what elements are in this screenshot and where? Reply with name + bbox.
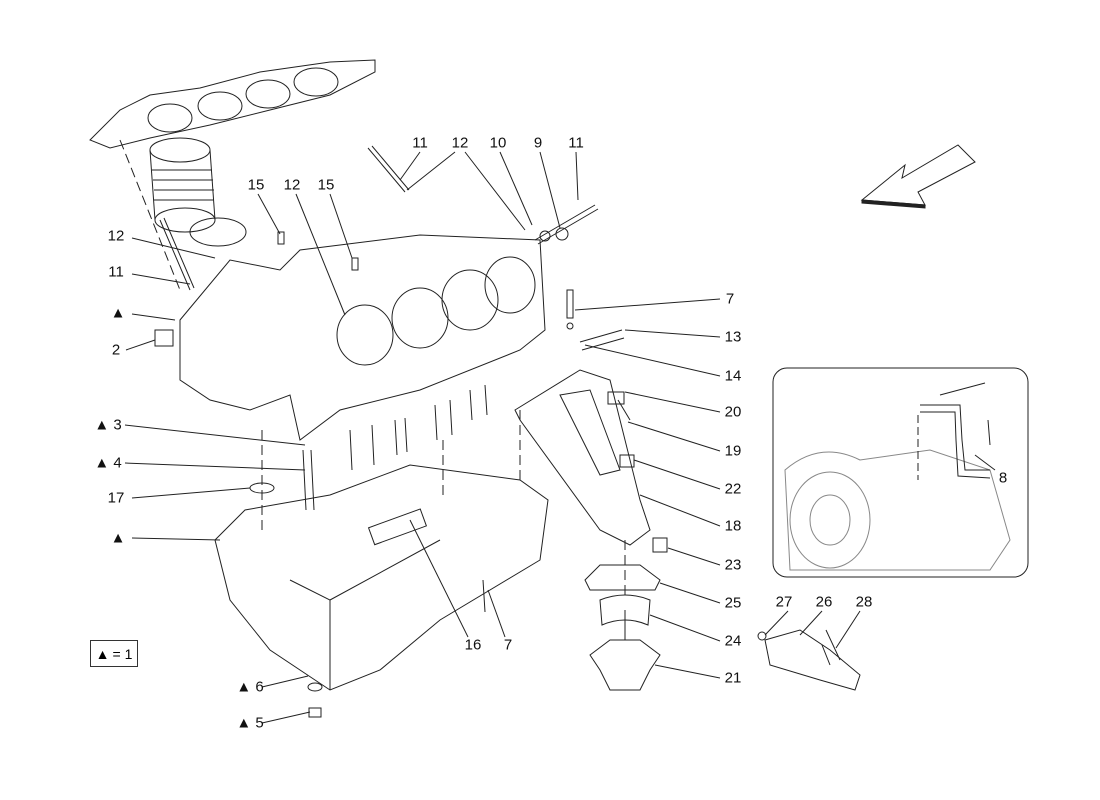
legend-text: = 1 [112,645,133,662]
callout-6: ▲ 6 [236,678,264,696]
bolts [154,145,631,718]
callout-9: 9 [533,134,543,152]
callout-11: 11 [568,134,584,152]
callout-5: ▲ 5 [236,714,264,732]
callout-7: 7 [503,636,513,654]
callout-4: ▲ 4 [94,454,122,472]
head-gasket [89,59,376,149]
callout-20: 20 [724,403,742,421]
callout-3: ▲ 3 [94,416,122,434]
callout-24: 24 [724,632,742,650]
alignment-lines [119,139,626,600]
callout-11: 11 [412,134,428,152]
engine-mount-bracket [514,369,668,691]
lower-crankcase [214,464,549,691]
callout-26: 26 [815,593,833,611]
callout-11: 11 [108,263,124,281]
inset-gearbox-detail [772,367,1029,578]
callout-22: 22 [724,480,742,498]
callout-17: 17 [107,489,125,507]
legend-triangle-icon: ▲ [95,645,110,662]
callout-triangle: ▲ [110,304,126,322]
cylinder-liner [149,137,247,247]
upper-crankcase [179,234,546,471]
callout-27: 27 [775,593,793,611]
callout-triangle: ▲ [110,529,126,547]
callout-12: 12 [451,134,469,152]
callout-19: 19 [724,442,742,460]
callout-21: 21 [724,669,742,687]
callout-13: 13 [724,328,742,346]
callout-15: 15 [247,176,265,194]
callout-18: 18 [724,517,742,535]
callout-2: 2 [111,341,121,359]
legend-box: ▲ = 1 [90,640,138,667]
callout-10: 10 [489,134,507,152]
callout-7: 7 [725,290,735,308]
callout-28: 28 [855,593,873,611]
callout-8: 8 [998,469,1008,487]
callout-15: 15 [317,176,335,194]
leader-lines [124,151,996,724]
callout-25: 25 [724,594,742,612]
callout-12: 12 [107,227,125,245]
callout-23: 23 [724,556,742,574]
callout-16: 16 [464,636,482,654]
callout-14: 14 [724,367,742,385]
support-bracket [757,629,861,691]
callout-12: 12 [283,176,301,194]
direction-arrow-icon [860,144,976,209]
